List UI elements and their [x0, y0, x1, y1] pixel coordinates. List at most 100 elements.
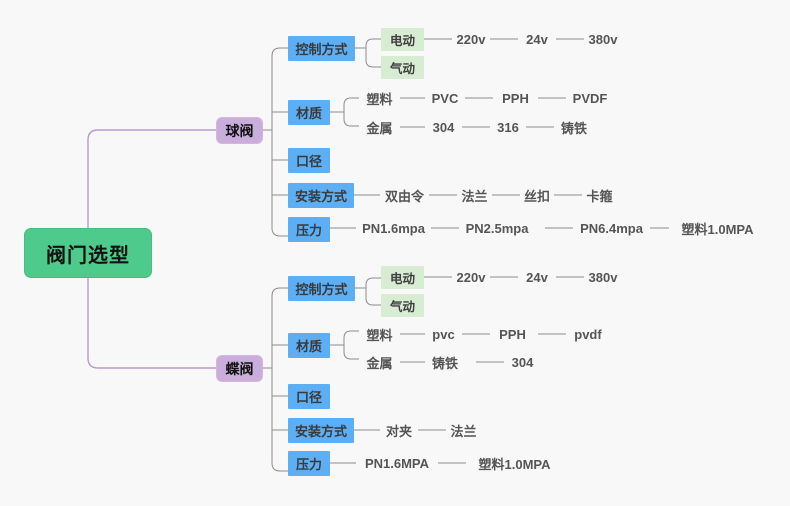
leaf-butterfly-plastic-pph[interactable]: PPH: [490, 324, 535, 344]
node-butterfly-material-metal-label: 金属: [366, 355, 393, 371]
node-butterfly-control-pneumatic-label: 气动: [389, 300, 415, 314]
leaf-ball-install-flange[interactable]: 法兰: [457, 185, 492, 205]
leaf-butterfly-plastic-pvdf[interactable]: pvdf: [566, 324, 610, 344]
leaf-ball-pressure-pn64[interactable]: PN6.4mpa: [573, 218, 650, 238]
leaf-ball-install-thread[interactable]: 丝扣: [520, 185, 554, 205]
leaf-ball-pressure-pn25[interactable]: PN2.5mpa: [459, 218, 535, 238]
leaf-butterfly-install-wafer-label: 对夹: [385, 423, 412, 439]
leaf-ball-pressure-pn16[interactable]: PN1.6mpa: [356, 218, 431, 238]
branch-node-butterfly-valve-label: 蝶阀: [225, 360, 254, 377]
leaf-ball-install-clamp[interactable]: 卡箍: [582, 185, 617, 205]
leaf-ball-install-thread-label: 丝扣: [523, 188, 550, 204]
node-ball-control-electric[interactable]: 电动: [381, 28, 424, 51]
node-butterfly-material-metal[interactable]: 金属: [359, 352, 400, 372]
root-node[interactable]: 阀门选型: [24, 228, 152, 278]
leaf-ball-electric-380v[interactable]: 380v: [584, 29, 622, 49]
leaf-butterfly-metal-304[interactable]: 304: [504, 352, 541, 372]
leaf-butterfly-pressure-plastic10[interactable]: 塑料1.0MPA: [466, 453, 563, 473]
leaf-ball-pressure-pn16-label: PN1.6mpa: [362, 220, 425, 236]
node-butterfly-material-plastic[interactable]: 塑料: [359, 324, 400, 344]
node-ball-control-method[interactable]: 控制方式: [288, 36, 355, 61]
leaf-ball-plastic-pph-label: PPH: [502, 90, 529, 106]
node-ball-control-pneumatic-label: 气动: [389, 62, 415, 76]
leaf-ball-electric-24v-label: 24v: [526, 31, 548, 47]
leaf-ball-plastic-pvdf[interactable]: PVDF: [566, 88, 614, 108]
leaf-butterfly-plastic-pvdf-label: pvdf: [574, 326, 602, 342]
leaf-ball-install-flange-label: 法兰: [461, 188, 488, 204]
leaf-butterfly-electric-24v-label: 24v: [526, 269, 548, 285]
node-ball-caliber[interactable]: 口径: [288, 148, 330, 173]
node-ball-pressure[interactable]: 压力: [288, 217, 330, 242]
leaf-ball-metal-304[interactable]: 304: [425, 117, 462, 137]
leaf-ball-install-clamp-label: 卡箍: [586, 188, 613, 204]
leaf-ball-pressure-plastic10[interactable]: 塑料1.0MPA: [669, 218, 766, 238]
leaf-ball-pressure-plastic10-label: 塑料1.0MPA: [681, 221, 754, 237]
leaf-butterfly-install-flange-label: 法兰: [450, 423, 477, 439]
leaf-ball-install-union[interactable]: 双由令: [380, 185, 429, 205]
node-ball-control-pneumatic[interactable]: 气动: [381, 56, 424, 79]
leaf-butterfly-electric-220v-label: 220v: [456, 269, 486, 285]
node-ball-material-plastic-label: 塑料: [366, 91, 393, 107]
leaf-ball-metal-316[interactable]: 316: [490, 117, 526, 137]
leaf-butterfly-pressure-pn16-label: PN1.6MPA: [364, 455, 430, 471]
leaf-butterfly-install-wafer[interactable]: 对夹: [380, 420, 418, 440]
leaf-ball-metal-castiron-label: 铸铁: [560, 120, 587, 136]
leaf-ball-pressure-pn64-label: PN6.4mpa: [580, 220, 643, 236]
node-butterfly-installation[interactable]: 安装方式: [288, 418, 354, 443]
leaf-butterfly-metal-castiron[interactable]: 铸铁: [425, 352, 465, 372]
branch-node-butterfly-valve[interactable]: 蝶阀: [216, 355, 263, 382]
root-node-label: 阀门选型: [46, 244, 130, 267]
node-ball-material-metal[interactable]: 金属: [359, 117, 400, 137]
leaf-butterfly-plastic-pph-label: PPH: [499, 326, 526, 342]
leaf-butterfly-plastic-pvc-label: pvc: [432, 326, 455, 342]
leaf-ball-plastic-pph[interactable]: PPH: [493, 88, 538, 108]
leaf-butterfly-plastic-pvc[interactable]: pvc: [425, 324, 462, 344]
leaf-ball-plastic-pvc-label: PVC: [431, 90, 459, 106]
branch-node-ball-valve[interactable]: 球阀: [216, 117, 263, 144]
node-ball-control-method-label: 控制方式: [295, 42, 348, 57]
node-ball-material-label: 材质: [296, 106, 323, 121]
leaf-ball-electric-24v[interactable]: 24v: [518, 29, 556, 49]
node-butterfly-pressure[interactable]: 压力: [288, 451, 330, 476]
leaf-butterfly-electric-24v[interactable]: 24v: [518, 267, 556, 287]
leaf-butterfly-metal-castiron-label: 铸铁: [431, 355, 458, 371]
node-butterfly-control-electric[interactable]: 电动: [381, 266, 424, 289]
node-ball-installation[interactable]: 安装方式: [288, 183, 354, 208]
node-butterfly-material-label: 材质: [296, 339, 323, 354]
leaf-ball-pressure-pn25-label: PN2.5mpa: [465, 220, 529, 236]
node-ball-material-plastic[interactable]: 塑料: [359, 88, 400, 108]
leaf-ball-plastic-pvc[interactable]: PVC: [425, 88, 465, 108]
node-butterfly-material[interactable]: 材质: [288, 333, 330, 358]
node-butterfly-installation-label: 安装方式: [295, 424, 348, 439]
node-butterfly-caliber-label: 口径: [296, 390, 323, 405]
leaf-butterfly-electric-380v-label: 380v: [588, 269, 618, 285]
leaf-butterfly-electric-380v[interactable]: 380v: [584, 267, 622, 287]
node-butterfly-pressure-label: 压力: [296, 457, 323, 472]
leaf-butterfly-pressure-plastic10-label: 塑料1.0MPA: [478, 456, 551, 472]
node-butterfly-control-method[interactable]: 控制方式: [288, 276, 355, 301]
node-butterfly-control-electric-label: 电动: [389, 272, 415, 286]
node-ball-material[interactable]: 材质: [288, 100, 330, 125]
leaf-butterfly-metal-304-label: 304: [511, 354, 534, 370]
node-butterfly-material-plastic-label: 塑料: [366, 327, 393, 343]
leaf-ball-install-union-label: 双由令: [384, 188, 424, 204]
leaf-butterfly-electric-220v[interactable]: 220v: [452, 267, 490, 287]
node-ball-control-electric-label: 电动: [389, 34, 415, 48]
node-ball-installation-label: 安装方式: [295, 189, 348, 204]
leaf-ball-plastic-pvdf-label: PVDF: [572, 90, 608, 106]
node-butterfly-control-pneumatic[interactable]: 气动: [381, 294, 424, 317]
node-butterfly-control-method-label: 控制方式: [295, 282, 348, 297]
leaf-ball-metal-castiron[interactable]: 铸铁: [554, 117, 594, 137]
leaf-butterfly-install-flange[interactable]: 法兰: [446, 420, 481, 440]
leaf-butterfly-pressure-pn16[interactable]: PN1.6MPA: [356, 453, 438, 473]
leaf-ball-metal-316-label: 316: [497, 119, 519, 135]
node-ball-caliber-label: 口径: [296, 154, 323, 169]
branch-node-ball-valve-label: 球阀: [225, 122, 254, 139]
node-ball-material-metal-label: 金属: [366, 120, 393, 136]
leaf-ball-electric-380v-label: 380v: [588, 31, 618, 47]
leaf-ball-metal-304-label: 304: [432, 119, 455, 135]
node-butterfly-caliber[interactable]: 口径: [288, 384, 330, 409]
leaf-ball-electric-220v[interactable]: 220v: [452, 29, 490, 49]
node-ball-pressure-label: 压力: [296, 223, 323, 238]
